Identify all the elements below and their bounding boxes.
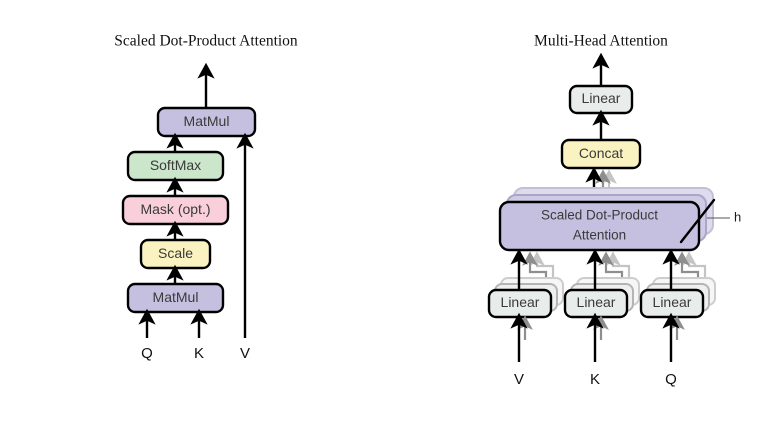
node-mask[interactable]: Mask (opt.) <box>121 194 230 226</box>
node-scale-label: Scale <box>158 245 193 261</box>
node-linear-q[interactable]: Linear <box>639 288 705 319</box>
input-label-k-left: K <box>194 345 204 362</box>
node-matmul-top[interactable]: MatMul <box>156 106 257 138</box>
node-softmax-label: SoftMax <box>150 157 201 173</box>
node-matmul-top-rect <box>156 106 257 138</box>
node-matmul-top-label: MatMul <box>184 113 230 129</box>
node-linear-k-label: Linear <box>577 294 616 310</box>
node-concat[interactable]: Concat <box>560 138 642 170</box>
node-matmul-bottom-label: MatMul <box>153 289 199 305</box>
input-label-q-left: Q <box>141 345 153 362</box>
input-label-k-right: K <box>590 371 600 388</box>
node-linear-v-label: Linear <box>501 294 540 310</box>
node-softmax[interactable]: SoftMax <box>126 150 225 182</box>
node-mask-label: Mask (opt.) <box>140 201 210 217</box>
node-linear-v[interactable]: Linear <box>487 288 553 319</box>
panel-title-right: Multi-Head Attention <box>534 33 668 50</box>
input-label-v-right: V <box>514 371 524 388</box>
node-sdpa-label-line2: Attention <box>573 228 626 243</box>
node-sdpa-label-line1: Scaled Dot-Product <box>541 208 658 223</box>
node-matmul-bottom[interactable]: MatMul <box>126 282 225 314</box>
panel-title-left: Scaled Dot-Product Attention <box>114 33 298 50</box>
node-linear-k[interactable]: Linear <box>563 288 629 319</box>
node-matmul-bottom-rect <box>126 282 225 314</box>
node-linear-q-label: Linear <box>653 294 692 310</box>
node-scaled-dot-product-attention[interactable]: Scaled Dot-Product Attention <box>498 200 701 252</box>
node-scale[interactable]: Scale <box>139 238 212 270</box>
panel-multi-head-attention: Multi-Head Attention Linear Concat <box>487 33 741 388</box>
heads-count-label: h <box>734 209 741 224</box>
panel-scaled-dot-product-attention: Scaled Dot-Product Attention MatMul Soft… <box>114 33 298 362</box>
node-linear-out-label: Linear <box>582 90 621 106</box>
node-concat-label: Concat <box>579 145 623 161</box>
input-label-q-right: Q <box>665 371 677 388</box>
heads-slash-mark <box>679 198 716 244</box>
input-label-v-left: V <box>240 345 250 362</box>
node-linear-out[interactable]: Linear <box>568 84 634 115</box>
